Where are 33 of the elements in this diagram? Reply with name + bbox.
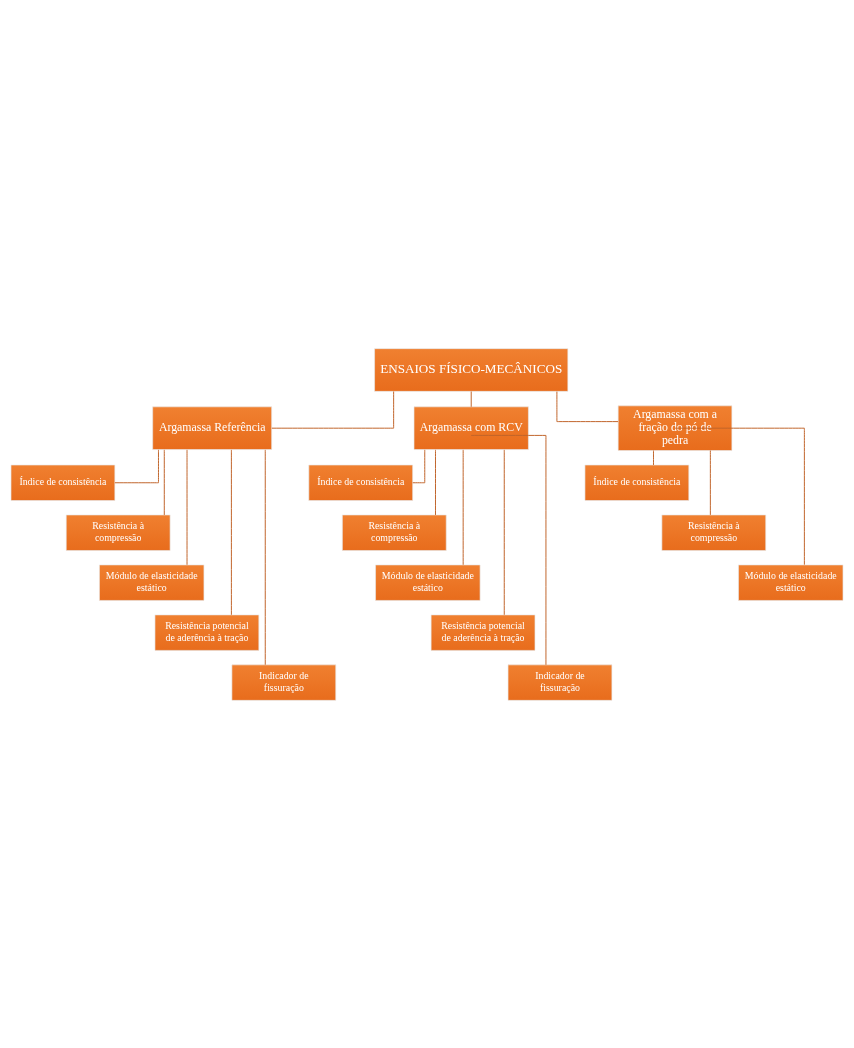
node-box: Índice de consistência — [584, 464, 690, 501]
node-box: Módulo de elasticidade estático — [375, 564, 481, 601]
node-box: Resistência potencial de aderência à tração — [154, 614, 260, 651]
connector — [653, 449, 654, 465]
node-box: Índice de consistência — [308, 464, 414, 501]
connector — [412, 448, 426, 483]
node-box: Módulo de elasticidade estático — [738, 564, 844, 601]
node-box: Indicador de fissuração — [507, 664, 613, 701]
node-box: Índice de consistência — [10, 464, 116, 501]
connector — [163, 448, 165, 515]
node-box: Argamassa Referência — [152, 406, 272, 450]
node-box: Argamassa com a fração do pó de pedra — [617, 405, 733, 451]
node-box: ENSAIOS FÍSICO-MECÂNICOS — [374, 347, 569, 392]
node-box: Resistência à compressão — [342, 514, 447, 551]
connector — [186, 448, 188, 565]
node-box: Resistência à compressão — [661, 514, 767, 551]
node-box: Indicador de fissuração — [231, 664, 337, 701]
connector — [435, 448, 436, 515]
node-box: Resistência potencial de aderência à tração — [430, 614, 536, 651]
node-box: Módulo de elasticidade estático — [99, 564, 205, 601]
connector — [114, 448, 159, 483]
connector — [230, 448, 232, 615]
connector — [674, 427, 805, 565]
connector — [556, 390, 619, 422]
connector — [264, 448, 266, 665]
connector — [470, 434, 547, 665]
connector — [709, 449, 711, 515]
node-box: Resistência à compressão — [65, 514, 171, 551]
connector — [470, 390, 472, 407]
connector — [503, 448, 505, 615]
connector — [271, 390, 395, 429]
node-box: Argamassa com RCV — [413, 406, 529, 450]
connector — [462, 448, 464, 565]
